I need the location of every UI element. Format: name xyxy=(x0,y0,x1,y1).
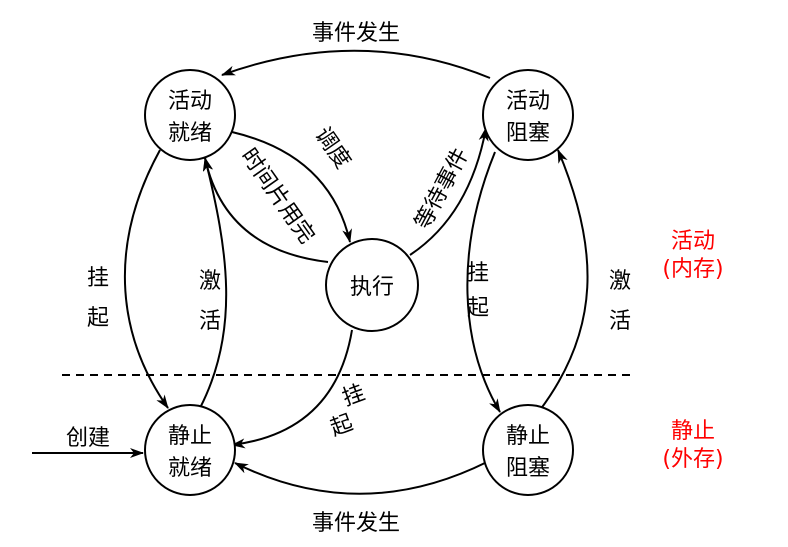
label-suspend-running: 起 xyxy=(327,410,356,441)
label-activate-right: 活 xyxy=(609,309,631,334)
label-activate-right: 激 xyxy=(609,269,631,294)
label-activate-left: 活 xyxy=(199,309,221,334)
node-label: 阻塞 xyxy=(506,121,550,146)
edge-wait-event xyxy=(409,127,489,256)
legend-active: 活动 xyxy=(671,229,715,254)
node-label: 阻塞 xyxy=(506,456,550,481)
edge-suspend-running xyxy=(231,329,353,449)
edge-activate-right xyxy=(539,149,589,411)
edge-event-occurs-top xyxy=(221,49,491,79)
node-label: 活动 xyxy=(168,89,212,114)
legend-static-storage: (外存) xyxy=(662,447,723,472)
node-static-blocked: 静止 阻塞 xyxy=(482,404,574,496)
edge-activate-left xyxy=(199,157,228,409)
node-running: 执行 xyxy=(325,238,419,332)
label-suspend-right: 起 xyxy=(467,296,489,321)
label-wait-event: 等待事件 xyxy=(411,144,474,233)
legend-static: 静止 xyxy=(671,419,715,444)
edge-timeslice-done xyxy=(202,157,329,263)
node-label: 就绪 xyxy=(168,456,212,481)
node-label: 执行 xyxy=(350,275,394,300)
label-suspend-running: 挂 xyxy=(339,380,368,411)
label-create: 创建 xyxy=(66,426,110,451)
edge-dispatch xyxy=(231,131,352,243)
label-suspend-left: 挂 xyxy=(87,266,109,291)
node-label: 就绪 xyxy=(168,121,212,146)
node-label: 静止 xyxy=(506,424,550,449)
label-event-occurs-bottom: 事件发生 xyxy=(312,511,400,536)
edge-suspend-left xyxy=(124,149,169,409)
label-suspend-right: 挂 xyxy=(467,261,489,286)
label-dispatch: 调度 xyxy=(309,123,355,173)
edge-event-occurs-bottom xyxy=(234,461,488,495)
label-suspend-left: 起 xyxy=(87,306,109,331)
label-activate-left: 激 xyxy=(199,269,221,294)
edge-suspend-right xyxy=(466,151,501,413)
legend-active-memory: (内存) xyxy=(662,257,723,282)
node-active-ready: 活动 就绪 xyxy=(144,69,236,161)
node-active-blocked: 活动 阻塞 xyxy=(482,69,574,161)
label-event-occurs-top: 事件发生 xyxy=(312,21,400,46)
node-label: 活动 xyxy=(506,89,550,114)
node-static-ready: 静止 就绪 xyxy=(144,404,236,496)
node-label: 静止 xyxy=(168,424,212,449)
